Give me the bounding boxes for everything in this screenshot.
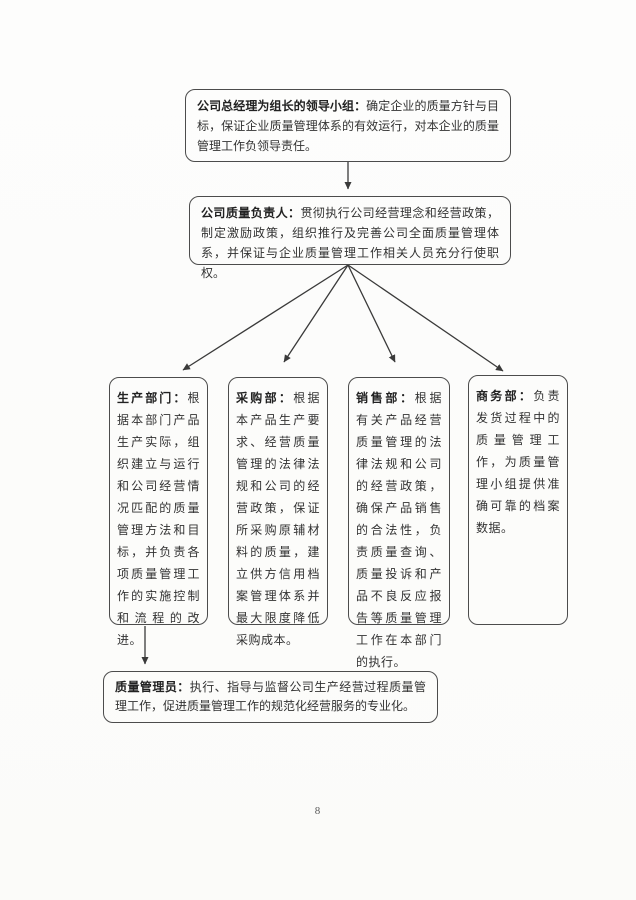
flowchart-node-commerce-dept: 商务部：负责发货过程中的质量管理工作，为质量管理小组提供准确可靠的档案数据。 (468, 375, 568, 625)
arrow-to-purchasing-dept (283, 264, 349, 363)
node-general-manager-title: 公司总经理为组长的领导小组： (197, 99, 367, 113)
page-number: 8 (314, 805, 322, 817)
node-quality-principal-title: 公司质量负责人： (201, 206, 301, 220)
arrow-to-sales-dept (347, 264, 396, 363)
node-sales-dept-title: 销售部： (356, 391, 415, 405)
node-general-manager-text: 确定企业的质量方针与目标，保证企业质量管理体系的有效运行，对本企业的质量管理工作… (197, 99, 499, 153)
node-quality-administrator-text: 执行、指导与监督公司生产经营过程质量管理工作，促进质量管理工作的规范化经营服务的… (115, 680, 426, 713)
flowchart-node-production-dept: 生产部门：根据本部门产品生产实际，组织建立与运行和公司经营情况匹配的质量管理方法… (109, 377, 208, 647)
flowchart-node-general-manager-group: 公司总经理为组长的领导小组：确定企业的质量方针与目标，保证企业质量管理体系的有效… (185, 89, 511, 162)
node-purchasing-dept-title: 采购部： (236, 391, 294, 405)
node-production-dept-title: 生产部门： (117, 391, 188, 405)
flowchart-node-purchasing-dept: 采购部：根据本产品生产要求、经营质量管理的法律法规和公司的经营政策，保证所采购原… (228, 377, 328, 647)
node-purchasing-dept-text: 根据本产品生产要求、经营质量管理的法律法规和公司的经营政策，保证所采购原辅材料的… (236, 391, 320, 647)
node-production-dept-text: 根据本部门产品生产实际，组织建立与运行和公司经营情况匹配的质量管理方法和目标，并… (117, 391, 200, 647)
node-sales-dept-text: 根据有关产品经营质量管理的法律法规和公司的经营政策，确保产品销售的合法性，负责质… (356, 391, 442, 669)
node-quality-administrator-title: 质量管理员： (115, 680, 190, 694)
node-commerce-dept-title: 商务部： (476, 389, 534, 403)
node-quality-principal-text: 贯彻执行公司经营理念和经营政策，制定激励政策，组织推行及完善公司全面质量管理体系… (201, 206, 499, 280)
flowchart-node-quality-administrator: 质量管理员：执行、指导与监督公司生产经营过程质量管理工作，促进质量管理工作的规范… (103, 671, 438, 723)
flowchart-node-quality-principal: 公司质量负责人：贯彻执行公司经营理念和经营政策，制定激励政策，组织推行及完善公司… (189, 196, 511, 280)
arrow-to-commerce-dept (347, 264, 504, 372)
node-commerce-dept-text: 负责发货过程中的质量管理工作，为质量管理小组提供准确可靠的档案数据。 (476, 389, 560, 535)
flowchart-node-sales-dept: 销售部：根据有关产品经营质量管理的法律法规和公司的经营政策，确保产品销售的合法性… (348, 377, 450, 669)
